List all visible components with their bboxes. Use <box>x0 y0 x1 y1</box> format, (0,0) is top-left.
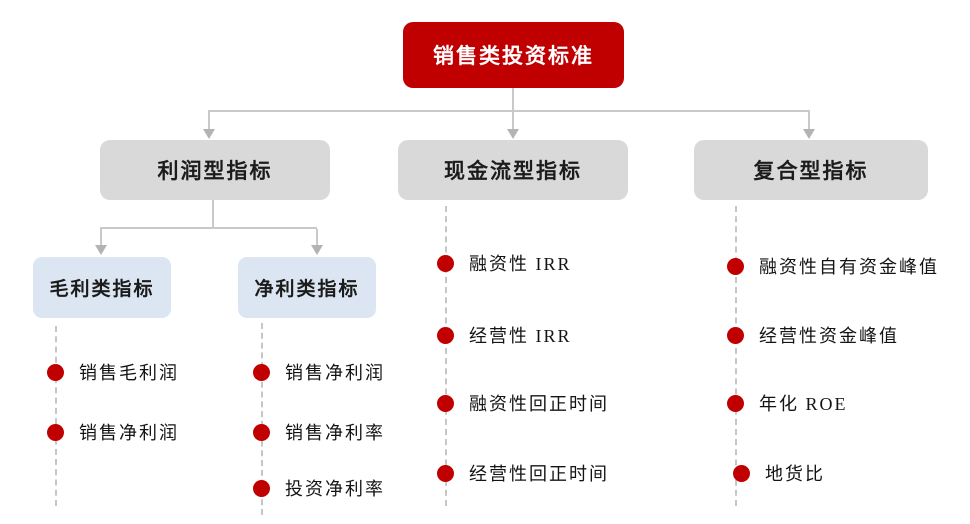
list-item: 融资性回正时间 <box>437 391 609 415</box>
sub-node-label: 净利类指标 <box>254 279 360 300</box>
item-label: 融资性 IRR <box>469 254 572 274</box>
bullet-icon <box>727 326 744 344</box>
branch-node-label: 利润型指标 <box>157 159 273 183</box>
list-item: 经营性资金峰值 <box>727 323 899 347</box>
connector-drop-left <box>208 112 210 130</box>
bullet-icon <box>253 363 270 381</box>
list-item: 地货比 <box>733 461 825 485</box>
item-label: 经营性 IRR <box>469 326 572 346</box>
list-item: 销售净利率 <box>253 420 385 444</box>
item-label: 投资净利率 <box>285 479 385 499</box>
branch-node-cashflow: 现金流型指标 <box>398 140 628 200</box>
item-label: 销售净利率 <box>285 423 385 443</box>
connector-drop-sub-right <box>316 229 318 245</box>
list-item: 投资净利率 <box>253 476 385 500</box>
connector-drop-sub-left <box>100 229 102 245</box>
bullet-icon <box>253 423 270 441</box>
bullet-icon <box>727 257 744 275</box>
bullet-icon <box>437 326 454 344</box>
branch-node-label: 复合型指标 <box>753 159 869 183</box>
item-label: 经营性回正时间 <box>469 464 609 484</box>
item-label: 销售毛利润 <box>79 363 179 383</box>
item-label: 销售净利润 <box>285 363 385 383</box>
arrow-down-icon <box>95 245 107 255</box>
bullet-icon <box>437 394 454 412</box>
item-label: 地货比 <box>765 464 825 484</box>
branch-node-label: 现金流型指标 <box>444 159 582 183</box>
sub-node-label: 毛利类指标 <box>49 279 155 300</box>
dashed-spine-col4 <box>735 206 737 506</box>
connector-level2-horizontal <box>100 227 317 229</box>
arrow-down-icon <box>203 129 215 139</box>
arrow-down-icon <box>311 245 323 255</box>
arrow-down-icon <box>803 129 815 139</box>
list-item: 融资性自有资金峰值 <box>727 254 939 278</box>
list-item: 销售毛利润 <box>47 360 179 384</box>
dashed-spine-col1 <box>55 326 57 506</box>
connector-level1-horizontal <box>208 110 810 112</box>
connector-root-stub <box>512 88 514 111</box>
root-node: 销售类投资标准 <box>403 22 624 88</box>
connector-drop-right <box>808 112 810 130</box>
bullet-icon <box>727 394 744 412</box>
bullet-icon <box>437 254 454 272</box>
bullet-icon <box>253 479 270 497</box>
list-item: 经营性 IRR <box>437 323 572 347</box>
arrow-down-icon <box>507 129 519 139</box>
item-label: 销售净利润 <box>79 423 179 443</box>
list-item: 经营性回正时间 <box>437 461 609 485</box>
branch-node-profit: 利润型指标 <box>100 140 330 200</box>
item-label: 融资性回正时间 <box>469 394 609 414</box>
list-item: 年化 ROE <box>727 391 848 415</box>
item-label: 融资性自有资金峰值 <box>759 257 939 277</box>
item-label: 经营性资金峰值 <box>759 326 899 346</box>
bullet-icon <box>733 464 750 482</box>
dashed-spine-col3 <box>445 206 447 506</box>
item-label: 年化 ROE <box>759 394 848 414</box>
bullet-icon <box>437 464 454 482</box>
dashed-spine-col2 <box>261 323 263 515</box>
bullet-icon <box>47 363 64 381</box>
connector-branch1-stub <box>212 200 214 228</box>
list-item: 销售净利润 <box>253 360 385 384</box>
branch-node-composite: 复合型指标 <box>694 140 928 200</box>
sub-node-gross-profit: 毛利类指标 <box>33 257 171 318</box>
sub-node-net-profit: 净利类指标 <box>238 257 376 318</box>
list-item: 融资性 IRR <box>437 251 572 275</box>
connector-drop-middle <box>512 112 514 130</box>
bullet-icon <box>47 423 64 441</box>
root-node-label: 销售类投资标准 <box>433 44 594 68</box>
list-item: 销售净利润 <box>47 420 179 444</box>
